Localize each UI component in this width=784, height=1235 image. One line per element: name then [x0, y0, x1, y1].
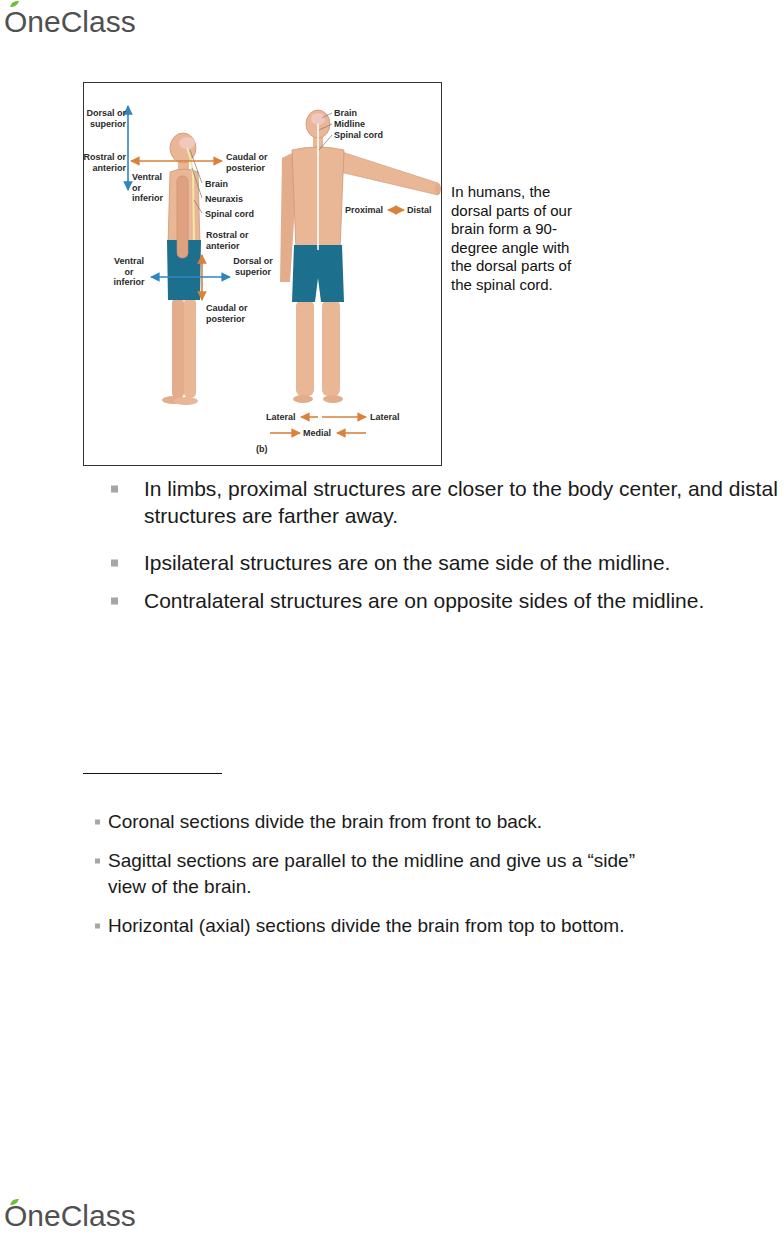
direction-label: Proximal	[345, 205, 383, 216]
direction-label: Caudal or posterior	[206, 303, 258, 324]
leader-line	[319, 135, 332, 150]
leader-line	[319, 124, 332, 130]
side-view-figure	[184, 298, 196, 398]
figure-frame	[84, 83, 442, 466]
direction-arrow	[151, 276, 230, 278]
bullet-text: Contralateral structures are on opposite…	[144, 587, 744, 614]
direction-label: Distal	[407, 205, 432, 216]
bullet-text: Ipsilateral structures are on the same s…	[144, 549, 780, 576]
direction-label: Medial	[303, 428, 331, 439]
front-view-figure	[340, 152, 438, 195]
front-view-figure	[296, 300, 314, 396]
bullet-marker	[95, 924, 100, 929]
direction-label: Rostral or anterior	[74, 152, 126, 173]
side-view-figure	[174, 397, 198, 405]
watermark-logo: OneClass	[4, 1199, 136, 1233]
direction-label: Lateral	[266, 412, 296, 423]
figure-panel-letter: (b)	[256, 444, 268, 455]
watermark-logo: OneClass	[4, 5, 136, 39]
direction-label: Lateral	[370, 412, 400, 423]
structure-label: Brain	[334, 108, 357, 119]
direction-arrow	[128, 106, 404, 433]
bullet-text: Sagittal sections are parallel to the mi…	[108, 848, 673, 900]
front-view-figure	[317, 124, 319, 250]
leader-line	[194, 200, 202, 213]
front-view-figure	[322, 300, 340, 396]
leader-line	[190, 150, 202, 183]
bullet-marker	[111, 486, 118, 493]
side-view-figure	[170, 133, 196, 163]
structure-label: Spinal cord	[334, 130, 383, 141]
logo-leaf	[10, 1, 19, 1205]
front-view-figure	[311, 113, 325, 125]
side-view-figure	[162, 133, 201, 405]
leader-line	[322, 113, 332, 118]
direction-arrow	[127, 106, 129, 190]
direction-label: Caudal or posterior	[226, 152, 278, 173]
bullet-text: Coronal sections divide the brain from f…	[108, 809, 673, 835]
direction-arrow	[270, 432, 300, 434]
front-view-figure	[280, 110, 441, 403]
leader-line	[192, 168, 202, 198]
structure-label: Midline	[334, 119, 365, 130]
structure-label: Brain	[205, 179, 228, 190]
direction-arrow	[301, 416, 318, 418]
direction-label: Rostral or anterior	[206, 230, 258, 251]
bullet-text: In limbs, proximal structures are closer…	[144, 475, 780, 529]
direction-arrow	[322, 416, 366, 418]
front-view-figure	[293, 395, 313, 403]
structure-label: Spinal cord	[205, 209, 254, 220]
bullet-marker	[95, 820, 100, 825]
direction-label: Ventral or inferior	[110, 256, 148, 288]
direction-label: Dorsal or superior	[86, 108, 126, 129]
bullet-marker	[111, 598, 118, 605]
side-view-figure	[177, 176, 188, 258]
front-view-figure	[323, 395, 343, 403]
direction-label: Ventral or inferior	[132, 172, 166, 204]
footnote-rule	[83, 773, 222, 774]
structure-label: Neuraxis	[205, 194, 243, 205]
direction-arrow	[337, 432, 366, 434]
leader-line	[190, 113, 332, 213]
bullet-marker	[111, 560, 118, 567]
figure-note: In humans, the dorsal parts of our brain…	[451, 183, 575, 295]
side-view-figure	[172, 298, 184, 398]
bullet-text: Horizontal (axial) sections divide the b…	[108, 913, 673, 939]
bullet-marker	[95, 859, 100, 864]
front-view-figure	[292, 245, 344, 302]
side-view-figure	[179, 137, 195, 149]
direction-arrow	[388, 209, 404, 211]
direction-label: Dorsal or superior	[233, 256, 273, 277]
direction-arrow	[131, 160, 222, 162]
front-view-figure	[435, 183, 441, 195]
